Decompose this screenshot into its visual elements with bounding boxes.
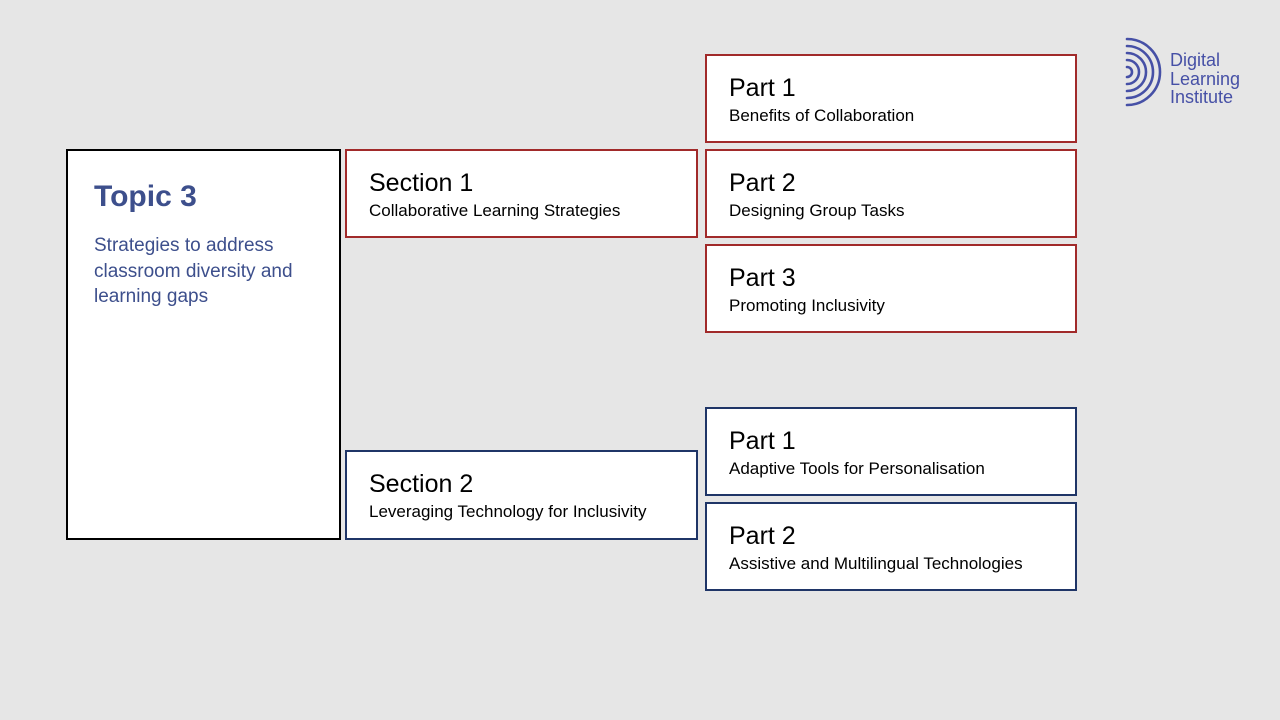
section-1-part-1-title: Part 1 bbox=[729, 74, 796, 102]
section-1-part-3-subtitle: Promoting Inclusivity bbox=[729, 296, 885, 315]
section-2-box: Section 2 Leveraging Technology for Incl… bbox=[345, 450, 698, 540]
section-2-part-2-title: Part 2 bbox=[729, 522, 796, 550]
logo-wordmark: Digital Learning Institute bbox=[1170, 51, 1240, 107]
section-2-part-1-box: Part 1 Adaptive Tools for Personalisatio… bbox=[705, 407, 1077, 496]
section-2-part-2-subtitle: Assistive and Multilingual Technologies bbox=[729, 554, 1023, 573]
section-1-part-2-title: Part 2 bbox=[729, 169, 796, 197]
section-1-part-1-box: Part 1 Benefits of Collaboration bbox=[705, 54, 1077, 143]
topic-box: Topic 3 Strategies to address classroom … bbox=[66, 149, 341, 540]
section-1-part-2-box: Part 2 Designing Group Tasks bbox=[705, 149, 1077, 238]
section-2-title: Section 2 bbox=[369, 470, 474, 498]
section-1-box: Section 1 Collaborative Learning Strateg… bbox=[345, 149, 698, 238]
section-1-part-1-subtitle: Benefits of Collaboration bbox=[729, 106, 915, 125]
digital-learning-institute-logo: Digital Learning Institute bbox=[1124, 36, 1264, 112]
section-1-part-3-title: Part 3 bbox=[729, 264, 796, 292]
section-1-title: Section 1 bbox=[369, 169, 474, 197]
logo-line-1: Digital bbox=[1170, 50, 1221, 70]
section-2-part-1-title: Part 1 bbox=[729, 427, 796, 455]
section-1-subtitle: Collaborative Learning Strategies bbox=[369, 201, 621, 220]
section-1-part-3-box: Part 3 Promoting Inclusivity bbox=[705, 244, 1077, 333]
section-2-subtitle: Leveraging Technology for Inclusivity bbox=[369, 502, 647, 521]
topic-description: Strategies to address classroom diversit… bbox=[94, 235, 293, 307]
concentric-arcs-logo-icon bbox=[1125, 37, 1162, 107]
logo-line-2: Learning bbox=[1170, 68, 1241, 89]
logo-line-3: Institute bbox=[1170, 87, 1234, 107]
topic-title: Topic 3 bbox=[94, 180, 197, 213]
section-2-part-1-subtitle: Adaptive Tools for Personalisation bbox=[729, 459, 985, 478]
section-2-part-2-box: Part 2 Assistive and Multilingual Techno… bbox=[705, 502, 1077, 591]
section-1-part-2-subtitle: Designing Group Tasks bbox=[729, 201, 905, 220]
